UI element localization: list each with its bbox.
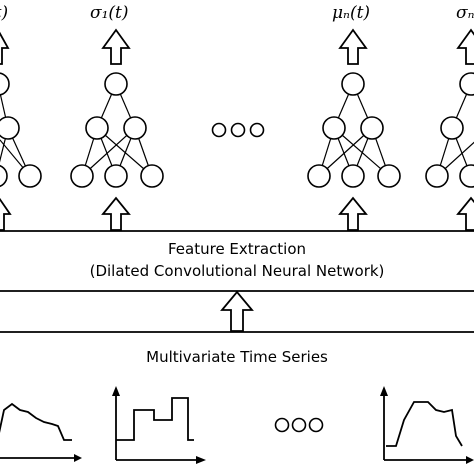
- neural-network-icon: [425, 72, 474, 188]
- ellipsis-circles-icon: [274, 417, 324, 433]
- up-arrow-icon: [0, 197, 12, 231]
- time-series-plot-icon: [380, 386, 474, 464]
- output-label-sigma-1: σ₁(t): [90, 3, 129, 23]
- up-arrow-icon: [456, 28, 474, 65]
- up-arrow-icon: [220, 290, 254, 332]
- ellipsis-circles-icon: [211, 122, 265, 138]
- feature-extraction-title: Feature Extraction: [168, 240, 306, 258]
- up-arrow-icon: [101, 196, 131, 231]
- time-series-plot-icon: [112, 386, 206, 464]
- up-arrow-icon: [101, 28, 131, 65]
- neural-network-icon: [0, 72, 42, 188]
- up-arrow-icon: [456, 196, 474, 231]
- output-arrows: [0, 28, 474, 65]
- output-label-mu-n: μₙ(t): [332, 3, 370, 23]
- up-arrow-icon: [338, 28, 368, 65]
- neural-network-icon: [70, 72, 164, 188]
- output-label-mu-1: (t): [0, 3, 8, 23]
- feature-extraction-subtitle: (Dilated Convolutional Neural Network): [90, 262, 385, 280]
- up-arrow-icon: [0, 31, 10, 65]
- time-series-plot-icon: [0, 402, 82, 462]
- neural-network-icon: [307, 72, 401, 188]
- feature-to-network-arrows: [0, 196, 474, 231]
- up-arrow-icon: [338, 196, 368, 231]
- output-label-sigma-n: σₙ: [456, 3, 474, 23]
- time-series-title: Multivariate Time Series: [146, 348, 328, 366]
